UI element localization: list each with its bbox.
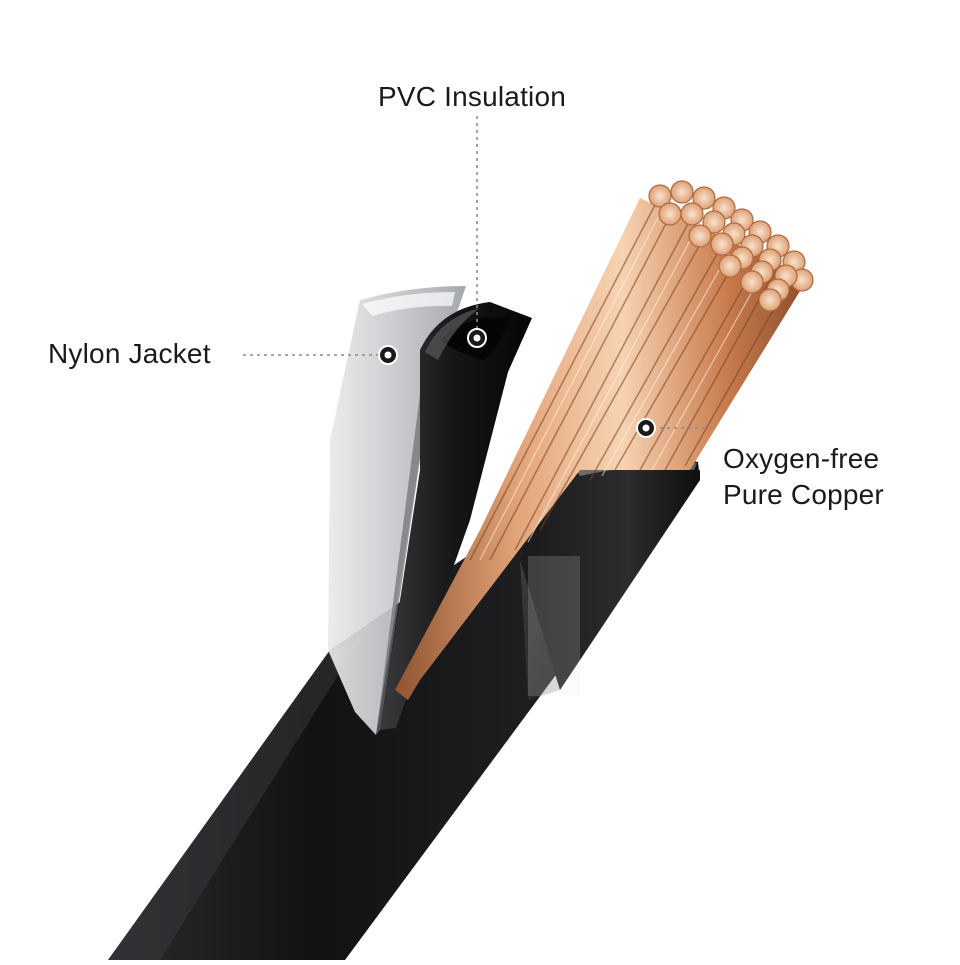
oxygen-free-copper-label: Oxygen-free Pure Copper (723, 441, 884, 513)
copper-label-line-2: Pure Copper (723, 479, 884, 510)
copper-label-line-1: Oxygen-free (723, 443, 880, 474)
copper-strand-bundle (395, 180, 814, 700)
nylon-jacket-flap (328, 286, 466, 735)
copper-strand-ends (648, 180, 814, 312)
callout-leaders (243, 116, 712, 429)
pvc-marker (467, 328, 487, 348)
nylon-marker (378, 345, 398, 365)
nylon-jacket-label: Nylon Jacket (48, 338, 211, 369)
callout-markers (378, 328, 656, 438)
pvc-insulation-label: PVC Insulation (378, 81, 567, 112)
copper-marker (636, 418, 656, 438)
